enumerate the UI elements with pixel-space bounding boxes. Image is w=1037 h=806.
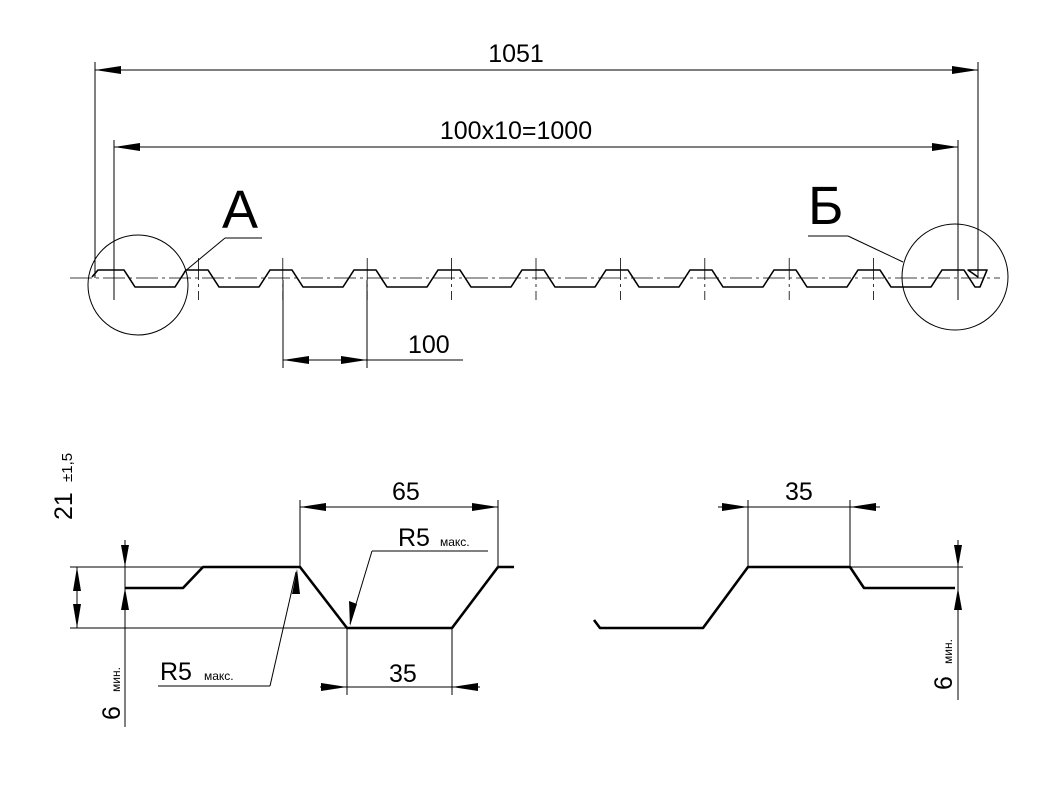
radius-upper-label: R5 bbox=[398, 524, 430, 552]
detail-a-label: А bbox=[222, 180, 258, 240]
pitch-total-label: 100x10=1000 bbox=[440, 117, 592, 145]
pitch-total-dimension: 100x10=1000 bbox=[113, 117, 959, 300]
min-left-suffix-label: мин. bbox=[109, 667, 123, 692]
pitch-label: 100 bbox=[408, 331, 450, 359]
detail-a-profile bbox=[125, 565, 514, 630]
overall-width-label: 1051 bbox=[488, 40, 544, 68]
detail-b-section: 35 6 мин. bbox=[592, 478, 963, 700]
sheet-profile-line bbox=[91, 269, 988, 288]
detail-b-callout: Б bbox=[808, 176, 1009, 331]
detail-b-profile bbox=[592, 565, 955, 630]
crest-axis-marks bbox=[113, 258, 959, 300]
right-top-width-label: 35 bbox=[785, 478, 813, 506]
pitch-dimension: 100 bbox=[282, 280, 463, 368]
radius-lower-suffix: макс. bbox=[204, 669, 234, 683]
height-tolerance-label: ±1,5 bbox=[59, 453, 76, 482]
min-right-suffix-label: мин. bbox=[941, 639, 955, 664]
radius-lower-label: R5 bbox=[160, 658, 192, 686]
detail-a-circle bbox=[87, 234, 189, 336]
height-label: 21 bbox=[50, 492, 78, 520]
detail-b-label: Б bbox=[808, 176, 843, 236]
sheet-overview: 1051 100x10=1000 100 А bbox=[70, 40, 1009, 368]
radius-upper-suffix: макс. bbox=[440, 535, 470, 549]
bottom-width-label: 35 bbox=[389, 660, 417, 688]
detail-a-callout: А bbox=[87, 180, 262, 336]
top-width-label: 65 bbox=[392, 478, 420, 506]
detail-b-circle bbox=[901, 223, 1009, 331]
detail-a-section: 21 ±1,5 6 мин. 65 35 R5 макс. R5 макс. bbox=[50, 453, 514, 727]
overall-width-dimension: 1051 bbox=[94, 40, 979, 278]
min-right-value-label: 6 bbox=[930, 676, 958, 690]
min-left-value-label: 6 bbox=[98, 706, 126, 720]
